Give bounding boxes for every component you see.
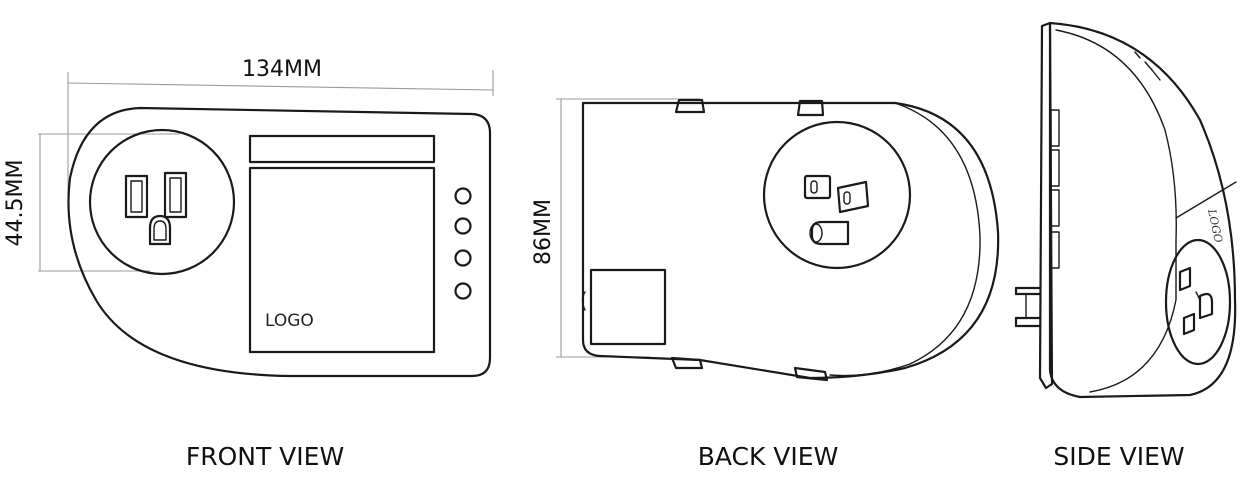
- back-view-caption: BACK VIEW: [698, 442, 839, 471]
- depth-label: 86MM: [531, 199, 556, 265]
- front-outlet: [88, 128, 236, 276]
- side-outlet-slots: [1178, 266, 1214, 336]
- indicator-button-3: [454, 249, 472, 267]
- front-body-outline: [67, 106, 492, 378]
- front-view: 134MM 44.5MM LOGO: [3, 57, 494, 471]
- prong-ground: [810, 220, 850, 246]
- side-body-contour: [1055, 29, 1177, 393]
- indicator-button-4: [454, 282, 472, 300]
- back-bottom-clip-left: [670, 356, 704, 370]
- depth-dimension: 86MM: [531, 98, 700, 358]
- side-back-plate: [1038, 21, 1054, 390]
- back-top-clip-right: [796, 99, 825, 117]
- indicator-button-1: [454, 187, 472, 205]
- side-outlet-face: [1164, 238, 1232, 366]
- side-slot-2: [1050, 149, 1060, 187]
- width-dimension-line: [67, 82, 494, 91]
- back-plug-face: [762, 120, 912, 270]
- front-view-caption: FRONT VIEW: [186, 442, 344, 471]
- side-view-caption: SIDE VIEW: [1053, 442, 1184, 471]
- side-slot-4: [1050, 231, 1060, 269]
- prong-left: [803, 174, 832, 200]
- outlet-ground-hole: [148, 214, 172, 246]
- indicator-button-2: [454, 217, 472, 235]
- side-body-outline: [1048, 21, 1237, 399]
- outlet-slot-right: [163, 171, 188, 219]
- outlet-slot-left: [124, 174, 149, 219]
- side-view: LOGO SIDE VIEW: [1014, 21, 1237, 471]
- back-bottom-clip-right: [793, 366, 829, 382]
- prong-right: [836, 180, 870, 214]
- back-label-panel: [589, 268, 667, 346]
- outlet-face: [88, 128, 236, 276]
- side-plug-prongs: [1014, 286, 1042, 328]
- back-top-clip-left: [674, 98, 706, 114]
- side-prong-bottom: [1014, 316, 1042, 328]
- width-label: 134MM: [242, 57, 322, 82]
- back-view: 86MM BACK VIEW: [531, 98, 1000, 471]
- side-prong-top: [1014, 286, 1042, 296]
- height-label: 44.5MM: [3, 160, 28, 247]
- front-logo: LOGO: [265, 311, 314, 331]
- front-screen: [248, 166, 436, 354]
- side-slot-1: [1050, 109, 1060, 147]
- height-dimension: 44.5MM: [3, 133, 180, 272]
- side-logo: LOGO: [1205, 207, 1225, 244]
- side-slot-3: [1050, 189, 1060, 227]
- back-body-outline: [581, 101, 1000, 380]
- width-dimension: 134MM: [67, 57, 494, 200]
- back-cap-rim: [829, 102, 981, 377]
- front-display-strip: [248, 134, 436, 164]
- back-plug-prongs: [803, 174, 870, 246]
